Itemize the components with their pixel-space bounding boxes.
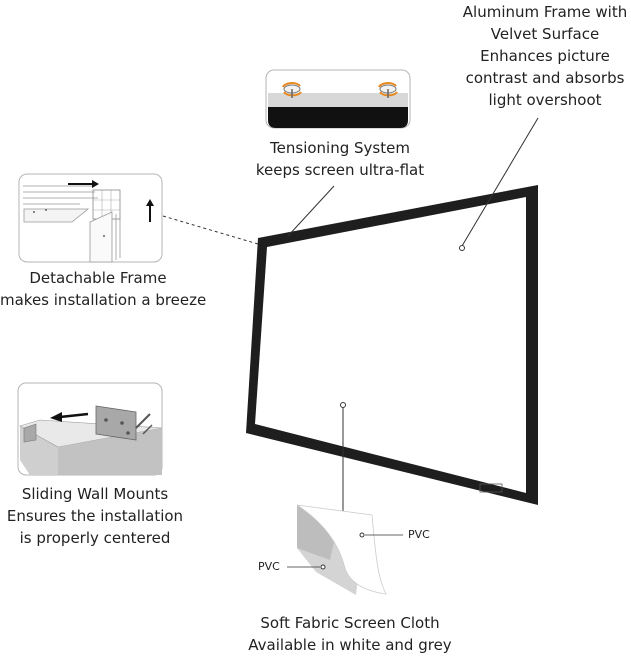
screen-cloth-line-2: Available in white and grey <box>248 636 452 654</box>
detachable-frame-inset <box>18 173 163 263</box>
frame-logo <box>479 483 503 493</box>
sliding-mounts-caption: Sliding Wall Mounts Ensures the installa… <box>0 483 190 549</box>
screen-cloth-line-1: Soft Fabric Screen Cloth <box>260 614 440 632</box>
aluminum-frame-line-3: Enhances picture <box>480 47 610 65</box>
tension-knob-right-icon <box>378 82 398 98</box>
tensioning-caption: Tensioning System keeps screen ultra-fla… <box>250 137 430 181</box>
pvc-front-label: PVC <box>408 528 430 541</box>
detachable-frame-line-1: Detachable Frame <box>29 269 167 287</box>
tensioning-inset <box>265 69 411 129</box>
detachable-frame-leader <box>162 215 259 245</box>
aluminum-frame-line-4: contrast and absorbs <box>465 69 625 87</box>
aluminum-frame-caption: Aluminum Frame with Velvet Surface Enhan… <box>460 1 630 111</box>
sliding-mounts-line-2: Ensures the installation <box>6 507 184 525</box>
arrow-left-icon <box>59 412 89 419</box>
tensioning-line-2: keeps screen ultra-flat <box>255 161 425 179</box>
sliding-mounts-line-1: Sliding Wall Mounts <box>21 485 169 503</box>
pvc-back-label: PVC <box>258 560 280 573</box>
screen-frame <box>246 185 538 505</box>
aluminum-frame-line-5: light overshoot <box>488 91 602 109</box>
screen-cloth-detail <box>287 504 403 595</box>
screen-cloth-caption: Soft Fabric Screen Cloth Available in wh… <box>245 612 455 656</box>
screwdriver-icon <box>135 413 153 435</box>
tensioning-leader <box>287 185 335 237</box>
aluminum-frame-leader <box>459 117 539 251</box>
aluminum-frame-line-1: Aluminum Frame with <box>462 3 628 21</box>
aluminum-frame-line-2: Velvet Surface <box>490 25 600 43</box>
screen-cloth-leader <box>340 402 346 515</box>
sliding-mounts-inset <box>17 382 163 476</box>
tensioning-line-1: Tensioning System <box>270 139 410 157</box>
sliding-mounts-line-3: is properly centered <box>19 529 171 547</box>
detachable-frame-caption: Detachable Frame makes installation a br… <box>0 267 207 311</box>
detachable-frame-line-2: makes installation a breeze <box>0 291 207 309</box>
tension-knob-left-icon <box>282 82 302 98</box>
